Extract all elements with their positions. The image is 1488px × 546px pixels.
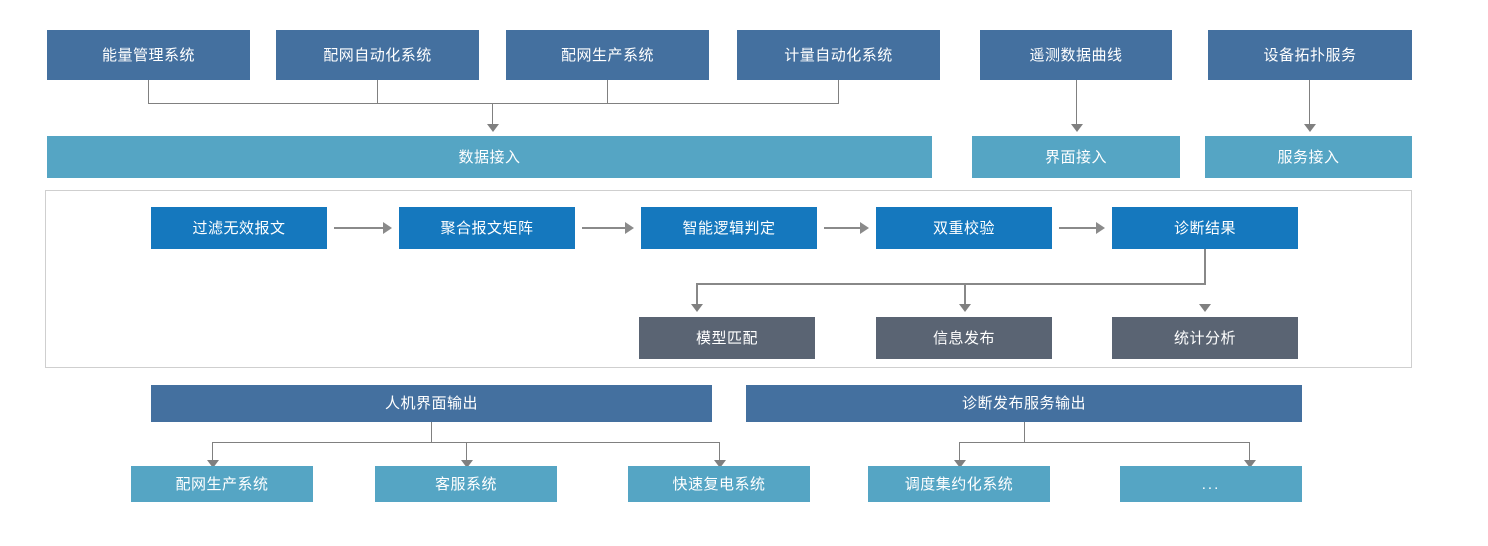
pipeline-box-filter-invalid-messages[interactable]: 过滤无效报文 <box>151 207 327 249</box>
connector-line <box>719 442 720 461</box>
consumer-box-distribution-production[interactable]: 配网生产系统 <box>131 466 313 502</box>
connector-line <box>838 80 839 104</box>
source-box-energy-management[interactable]: 能量管理系统 <box>47 30 250 80</box>
access-label: 界面接入 <box>1044 148 1107 166</box>
consumer-label: ... <box>1201 475 1221 493</box>
consumer-label: 快速复电系统 <box>672 475 766 493</box>
arrow-right-icon <box>824 222 869 234</box>
consumer-box-fast-power-restoration[interactable]: 快速复电系统 <box>628 466 810 502</box>
connector-line <box>696 283 1206 285</box>
pipeline-box-diagnosis-result[interactable]: 诊断结果 <box>1112 207 1298 249</box>
pipeline-label: 双重校验 <box>932 219 995 237</box>
connector-line <box>148 103 839 104</box>
consumer-label: 配网生产系统 <box>175 475 269 493</box>
access-band-data[interactable]: 数据接入 <box>47 136 932 178</box>
connector-line <box>1309 80 1310 125</box>
arrow-head-down-icon <box>487 124 499 132</box>
source-label: 配网自动化系统 <box>323 46 432 64</box>
arrow-head-down-icon <box>954 460 966 468</box>
arrow-head-down-icon <box>959 304 971 312</box>
connector-line <box>607 80 608 104</box>
consumer-box-others[interactable]: ... <box>1120 466 1302 502</box>
pipeline-box-intelligent-logic-decision[interactable]: 智能逻辑判定 <box>641 207 817 249</box>
connector-line <box>492 103 493 125</box>
arrow-right-icon <box>1059 222 1105 234</box>
consumer-box-customer-service[interactable]: 客服系统 <box>375 466 557 502</box>
pipeline-label: 过滤无效报文 <box>192 219 286 237</box>
connector-line <box>431 422 432 443</box>
connector-line <box>964 283 966 305</box>
source-label: 配网生产系统 <box>560 46 654 64</box>
arrow-head-down-icon <box>714 460 726 468</box>
arrow-head-down-icon <box>1244 460 1256 468</box>
access-label: 服务接入 <box>1277 148 1340 166</box>
source-label: 计量自动化系统 <box>784 46 893 64</box>
result-label: 信息发布 <box>932 329 995 347</box>
source-label: 遥测数据曲线 <box>1029 46 1123 64</box>
source-box-distribution-automation[interactable]: 配网自动化系统 <box>276 30 479 80</box>
source-box-telemetry-curve[interactable]: 遥测数据曲线 <box>980 30 1172 80</box>
output-band-hmi[interactable]: 人机界面输出 <box>151 385 712 422</box>
source-label: 设备拓扑服务 <box>1263 46 1357 64</box>
connector-line <box>696 283 698 305</box>
arrow-head-down-icon <box>207 460 219 468</box>
connector-line <box>959 442 1250 443</box>
result-box-statistical-analysis[interactable]: 统计分析 <box>1112 317 1298 359</box>
consumer-label: 客服系统 <box>434 475 497 493</box>
result-box-model-matching[interactable]: 模型匹配 <box>639 317 815 359</box>
connector-line <box>1204 249 1206 284</box>
pipeline-label: 聚合报文矩阵 <box>440 219 534 237</box>
pipeline-label: 智能逻辑判定 <box>682 219 776 237</box>
output-label: 人机界面输出 <box>384 395 478 412</box>
connector-line <box>212 442 213 461</box>
access-band-interface[interactable]: 界面接入 <box>972 136 1180 178</box>
connector-line <box>466 442 467 461</box>
access-band-service[interactable]: 服务接入 <box>1205 136 1412 178</box>
result-label: 模型匹配 <box>695 329 758 347</box>
source-box-metering-automation[interactable]: 计量自动化系统 <box>737 30 940 80</box>
source-box-topology-service[interactable]: 设备拓扑服务 <box>1208 30 1412 80</box>
arrow-head-down-icon <box>1199 304 1211 312</box>
connector-line <box>1024 422 1025 443</box>
arrow-head-down-icon <box>461 460 473 468</box>
access-label: 数据接入 <box>458 148 521 166</box>
connector-line <box>148 80 149 104</box>
result-box-information-publishing[interactable]: 信息发布 <box>876 317 1052 359</box>
connector-line <box>1076 80 1077 125</box>
connector-line <box>377 80 378 104</box>
result-label: 统计分析 <box>1173 329 1236 347</box>
arrow-head-down-icon <box>1071 124 1083 132</box>
arrow-head-down-icon <box>1304 124 1316 132</box>
source-box-distribution-production[interactable]: 配网生产系统 <box>506 30 709 80</box>
connector-line <box>959 442 960 461</box>
consumer-label: 调度集约化系统 <box>904 475 1014 493</box>
arrow-right-icon <box>334 222 392 234</box>
pipeline-box-aggregate-message-matrix[interactable]: 聚合报文矩阵 <box>399 207 575 249</box>
connector-line <box>1249 442 1250 461</box>
consumer-box-dispatch-intensive[interactable]: 调度集约化系统 <box>868 466 1050 502</box>
arrow-right-icon <box>582 222 634 234</box>
pipeline-label: 诊断结果 <box>1173 219 1236 237</box>
output-label: 诊断发布服务输出 <box>961 395 1086 412</box>
pipeline-box-double-verification[interactable]: 双重校验 <box>876 207 1052 249</box>
arrow-head-down-icon <box>691 304 703 312</box>
output-band-diagnosis-service[interactable]: 诊断发布服务输出 <box>746 385 1302 422</box>
source-label: 能量管理系统 <box>101 46 195 64</box>
